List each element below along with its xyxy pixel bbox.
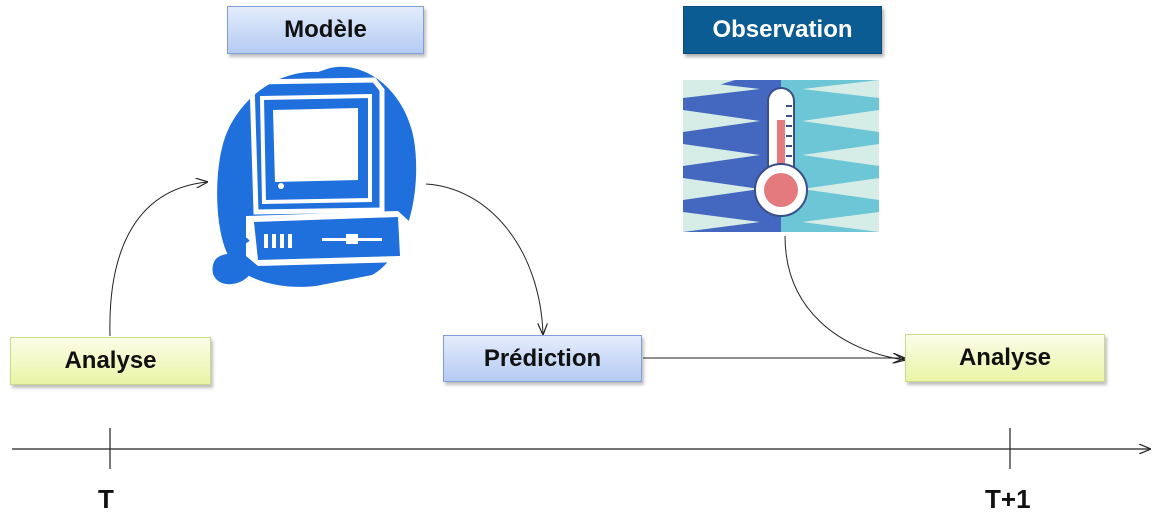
observation-label: Observation <box>712 16 853 43</box>
arrow-model-to-prediction <box>425 183 543 334</box>
timeline-axis <box>12 428 1150 469</box>
model-label-box: Modèle <box>227 6 424 54</box>
timeline-end-label: T+1 <box>985 484 1031 514</box>
computer-icon <box>212 66 417 287</box>
analysis-t-label: Analyse <box>64 347 157 374</box>
prediction-label: Prédiction <box>483 344 602 372</box>
prediction-box: Prédiction <box>443 335 642 382</box>
observation-label-box: Observation <box>683 6 882 54</box>
analysis-t1-label: Analyse <box>958 344 1052 371</box>
thermometer-icon <box>683 80 879 232</box>
model-label: Modèle <box>284 16 367 43</box>
arrow-observation-to-analysis <box>784 235 904 360</box>
analysis-t1-box: Analyse <box>905 334 1105 382</box>
flow-arrows <box>109 182 904 360</box>
analysis-t-box: Analyse <box>10 337 211 385</box>
arrow-analysis-to-model <box>109 182 207 337</box>
timeline-start-label: T <box>98 484 114 514</box>
